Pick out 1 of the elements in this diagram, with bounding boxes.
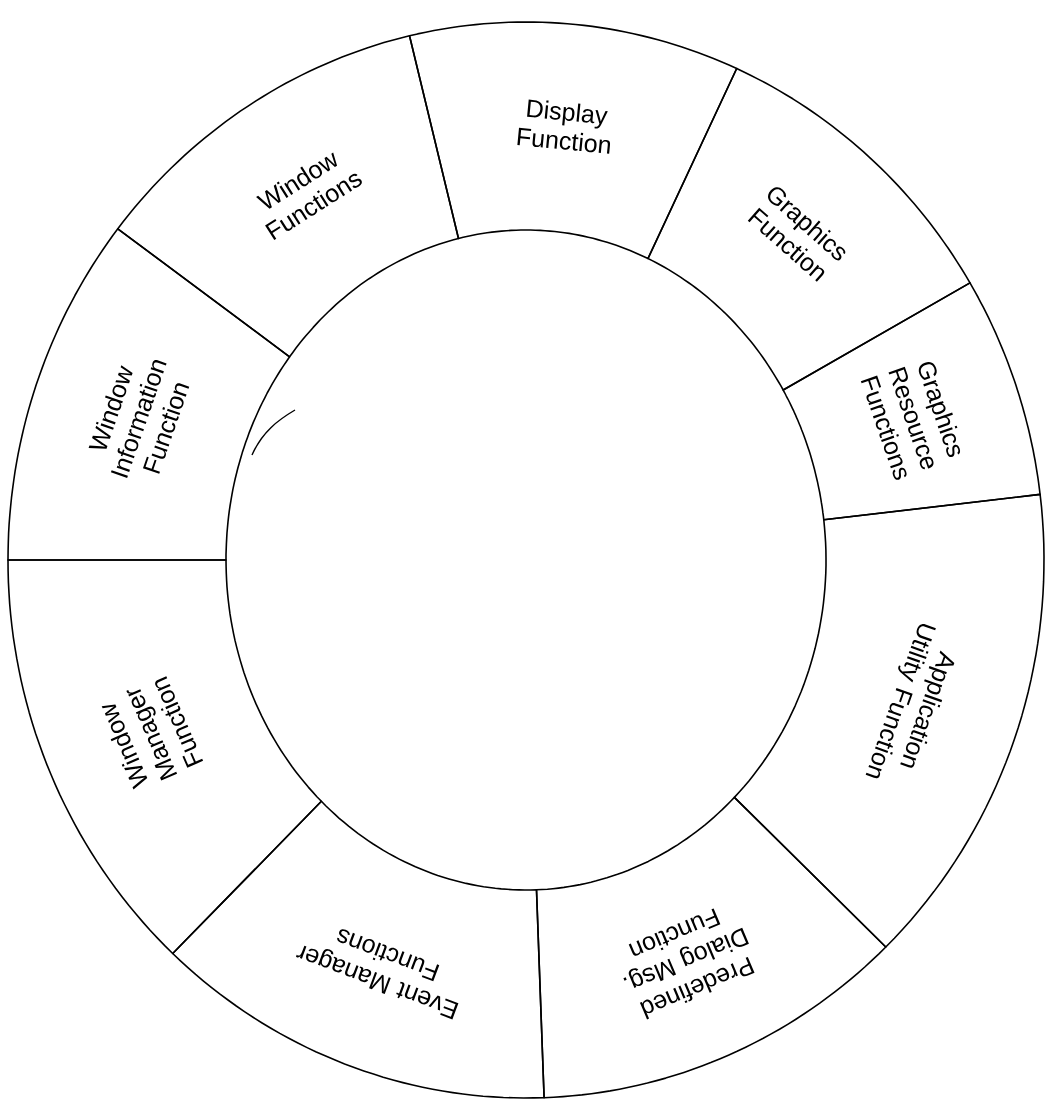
- ring-segment: Display Function: [408, 21, 738, 260]
